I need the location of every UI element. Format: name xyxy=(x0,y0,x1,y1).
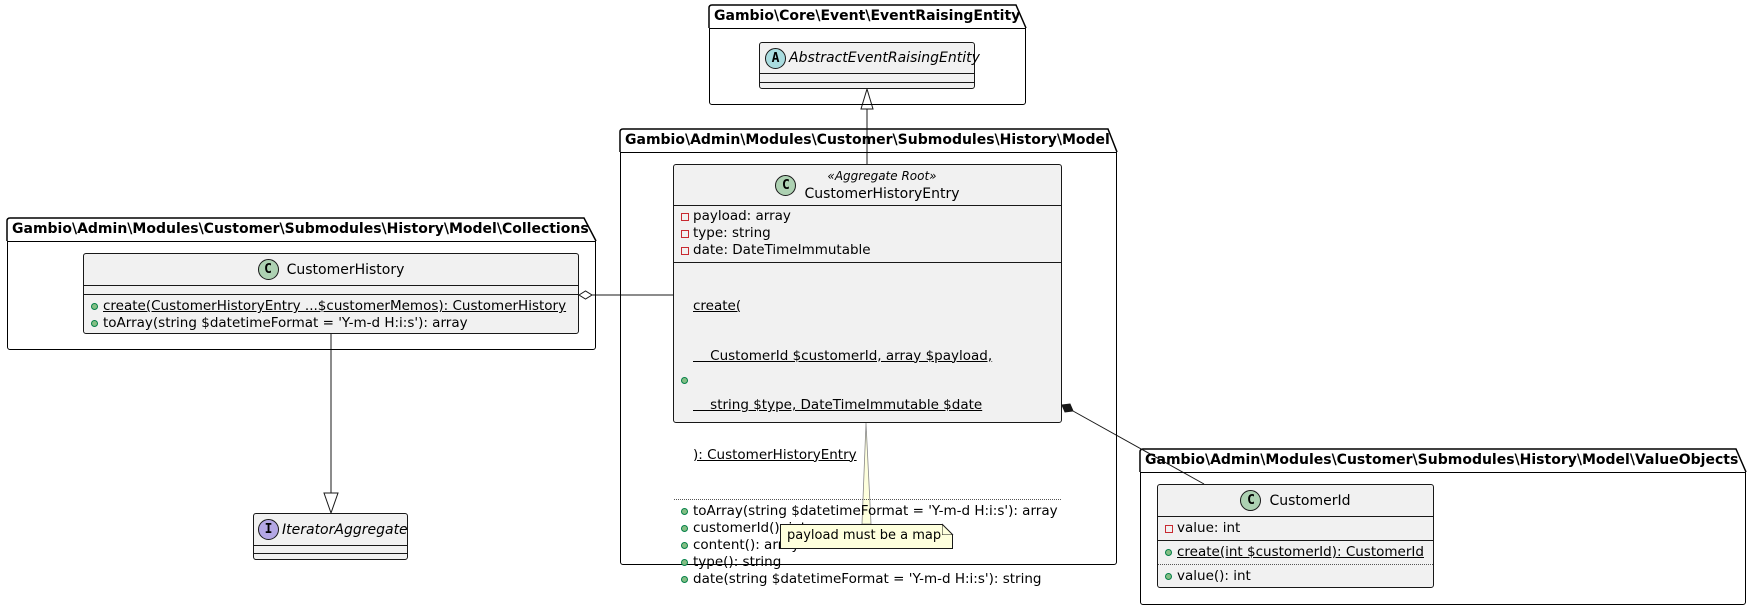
class-icon: C xyxy=(1240,490,1262,511)
package-name: Gambio\Admin\Modules\Customer\Submodules… xyxy=(625,132,1110,148)
interface-name: IteratorAggregate xyxy=(282,521,408,538)
fields-section: value: int xyxy=(1158,516,1433,540)
static-method: create(int $customerId): CustomerId xyxy=(1164,544,1433,561)
static-method-section: create( CustomerId $customerId, array $p… xyxy=(674,262,1061,499)
package-name: Gambio\Admin\Modules\Customer\Submodules… xyxy=(1145,452,1739,468)
method: toArray(string $datetimeFormat = 'Y-m-d … xyxy=(680,503,1061,520)
composition-diamond xyxy=(1061,403,1074,413)
static-method-line: create( xyxy=(693,298,742,314)
package-model: Gambio\Admin\Modules\Customer\Submodules… xyxy=(620,129,1117,565)
package-tab-model xyxy=(619,128,1118,153)
package-name: Gambio\Admin\Modules\Customer\Submodules… xyxy=(12,221,589,237)
class-name: CustomerHistory xyxy=(286,261,405,278)
public-icon xyxy=(90,298,103,315)
class-icon: C xyxy=(775,174,797,196)
note-text: payload must be a map xyxy=(787,528,942,543)
public-icon xyxy=(1164,568,1177,585)
method: content(): array xyxy=(680,537,1061,554)
stereotype: «Aggregate Root» xyxy=(827,168,937,183)
method: toArray(string $datetimeFormat = 'Y-m-d … xyxy=(90,315,578,332)
note-payload: payload must be a map xyxy=(780,524,953,549)
class-name: AbstractEventRaisingEntity xyxy=(789,50,980,66)
package-tab-collections xyxy=(6,217,597,242)
public-icon xyxy=(680,554,693,571)
composition-edge-line xyxy=(1072,410,1205,485)
field: value: int xyxy=(1164,520,1433,537)
field: payload: array xyxy=(680,208,1061,225)
public-icon xyxy=(680,520,693,537)
package-collections: Gambio\Admin\Modules\Customer\Submodules… xyxy=(7,218,596,350)
interface-icon: I xyxy=(258,519,279,540)
methods-section: value(): int xyxy=(1158,564,1433,587)
static-method-line: string $type, DateTimeImmutable $date xyxy=(693,397,983,413)
fields-section: payload: array type: string date: DateTi… xyxy=(674,205,1061,262)
class-customer-history[interactable]: C CustomerHistory create(CustomerHistory… xyxy=(83,253,579,334)
field: date: DateTimeImmutable xyxy=(680,242,1061,259)
static-methods-section: create(int $customerId): CustomerId xyxy=(1158,540,1433,564)
package-core-event: Gambio\Core\Event\EventRaisingEntity xyxy=(709,5,1026,105)
field: type: string xyxy=(680,225,1061,242)
interface-iterator-aggregate[interactable]: I IteratorAggregate xyxy=(253,513,408,560)
methods-section: create(CustomerHistoryEntry ...$customer… xyxy=(84,294,578,334)
class-name: CustomerHistoryEntry xyxy=(804,185,960,202)
public-icon xyxy=(680,537,693,554)
method: date(string $datetimeFormat = 'Y-m-d H:i… xyxy=(680,571,1061,588)
aggregation-diamond xyxy=(578,290,593,300)
public-icon xyxy=(680,571,693,588)
static-method-line: CustomerId $customerId, array $payload, xyxy=(693,347,993,364)
package-name: Gambio\Core\Event\EventRaisingEntity xyxy=(714,8,1021,24)
public-icon xyxy=(680,372,693,389)
method: create(CustomerHistoryEntry ...$customer… xyxy=(90,298,578,315)
package-tab-value-objects xyxy=(1139,448,1747,473)
public-icon xyxy=(90,315,103,332)
class-customer-history-entry[interactable]: C «Aggregate Root» CustomerHistoryEntry … xyxy=(673,164,1062,587)
realization-arrowhead xyxy=(323,492,339,515)
class-name: CustomerId xyxy=(1269,492,1351,509)
private-icon xyxy=(680,225,693,242)
class-customer-id[interactable]: C CustomerId value: int create(int $cust… xyxy=(1157,484,1434,588)
class-abstract-event-raising-entity[interactable]: A AbstractEventRaisingEntity xyxy=(759,42,980,89)
methods-section: toArray(string $datetimeFormat = 'Y-m-d … xyxy=(674,499,1061,590)
package-tab-core-event xyxy=(708,4,1027,29)
method: value(): int xyxy=(1164,568,1433,585)
class-icon: C xyxy=(257,259,279,280)
public-icon xyxy=(680,503,693,520)
static-method-line: ): CustomerHistoryEntry xyxy=(693,446,857,463)
method: type(): string xyxy=(680,554,1061,571)
method: customerId(): int xyxy=(680,520,1061,537)
private-icon xyxy=(680,208,693,225)
private-icon xyxy=(1164,520,1177,537)
private-icon xyxy=(680,242,693,259)
package-value-objects: Gambio\Admin\Modules\Customer\Submodules… xyxy=(1140,449,1746,605)
public-icon xyxy=(1164,544,1177,561)
note-corner-fold xyxy=(942,523,954,535)
abstract-class-icon: A xyxy=(765,47,786,69)
